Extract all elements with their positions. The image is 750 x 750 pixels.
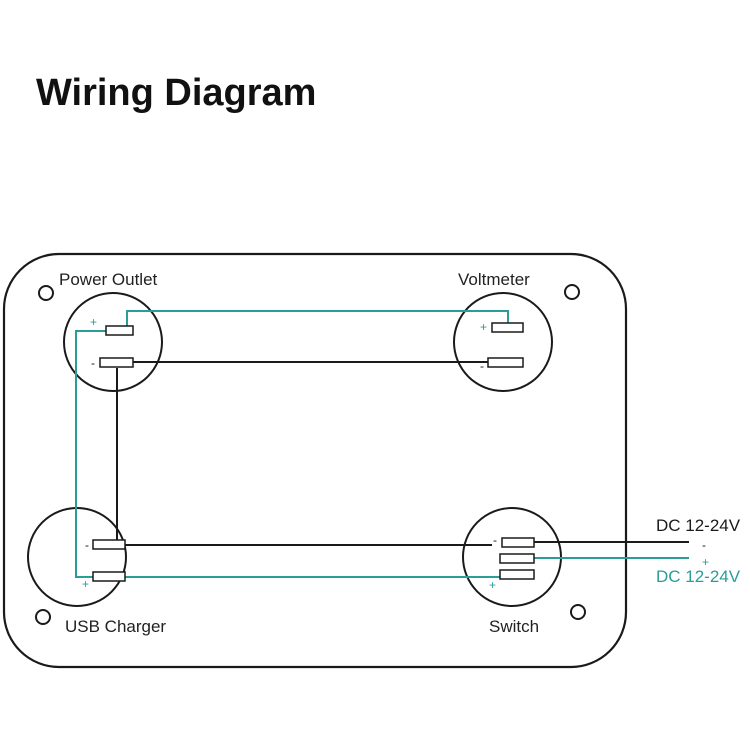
mounting-hole-bottom-left (35, 609, 51, 625)
usb-charger-plus-sign: + (82, 577, 89, 591)
usb-charger-minus-sign: - (85, 538, 89, 552)
page-title: Wiring Diagram (36, 72, 317, 114)
panel-outline (2, 252, 628, 669)
switch-label: Switch (489, 617, 539, 636)
terminal-voltmeter-minus (487, 357, 524, 368)
switch-minus-sign: - (493, 533, 497, 547)
supply-positive-sign: + (702, 555, 709, 569)
switch-plus-sign: + (489, 578, 496, 592)
power-outlet-minus-sign: - (91, 356, 95, 370)
terminals (92, 322, 535, 582)
supply-negative-sign: - (702, 538, 706, 552)
voltmeter-label: Voltmeter (458, 270, 530, 289)
positive-wire-outlet-to-usb (75, 330, 106, 578)
terminal-outlet-plus (105, 325, 134, 336)
positive-wire-outlet-to-voltmeter (126, 310, 509, 326)
terminal-outlet-minus (99, 357, 134, 368)
terminal-usb-plus (92, 571, 126, 582)
usb-charger-label: USB Charger (65, 617, 166, 636)
terminal-switch-middle (499, 553, 535, 564)
mounting-hole-bottom-right (570, 604, 586, 620)
power-outlet-label: Power Outlet (59, 270, 158, 289)
terminal-switch-bottom (499, 569, 535, 580)
negative-wires (116, 361, 689, 546)
supply-negative-label: DC 12-24V (656, 516, 741, 535)
supply-positive-label: DC 12-24V (656, 567, 741, 586)
terminal-switch-top (501, 537, 535, 548)
positive-wires (75, 310, 689, 578)
terminal-usb-minus (92, 539, 126, 550)
voltmeter-plus-sign: + (480, 320, 487, 334)
power-outlet-socket (63, 292, 163, 392)
voltmeter-socket (453, 292, 553, 392)
voltmeter-minus-sign: - (480, 359, 484, 373)
terminal-voltmeter-plus (491, 322, 524, 333)
mounting-hole-top-left (38, 285, 54, 301)
mounting-hole-top-right (564, 284, 580, 300)
power-outlet-plus-sign: + (90, 315, 97, 329)
